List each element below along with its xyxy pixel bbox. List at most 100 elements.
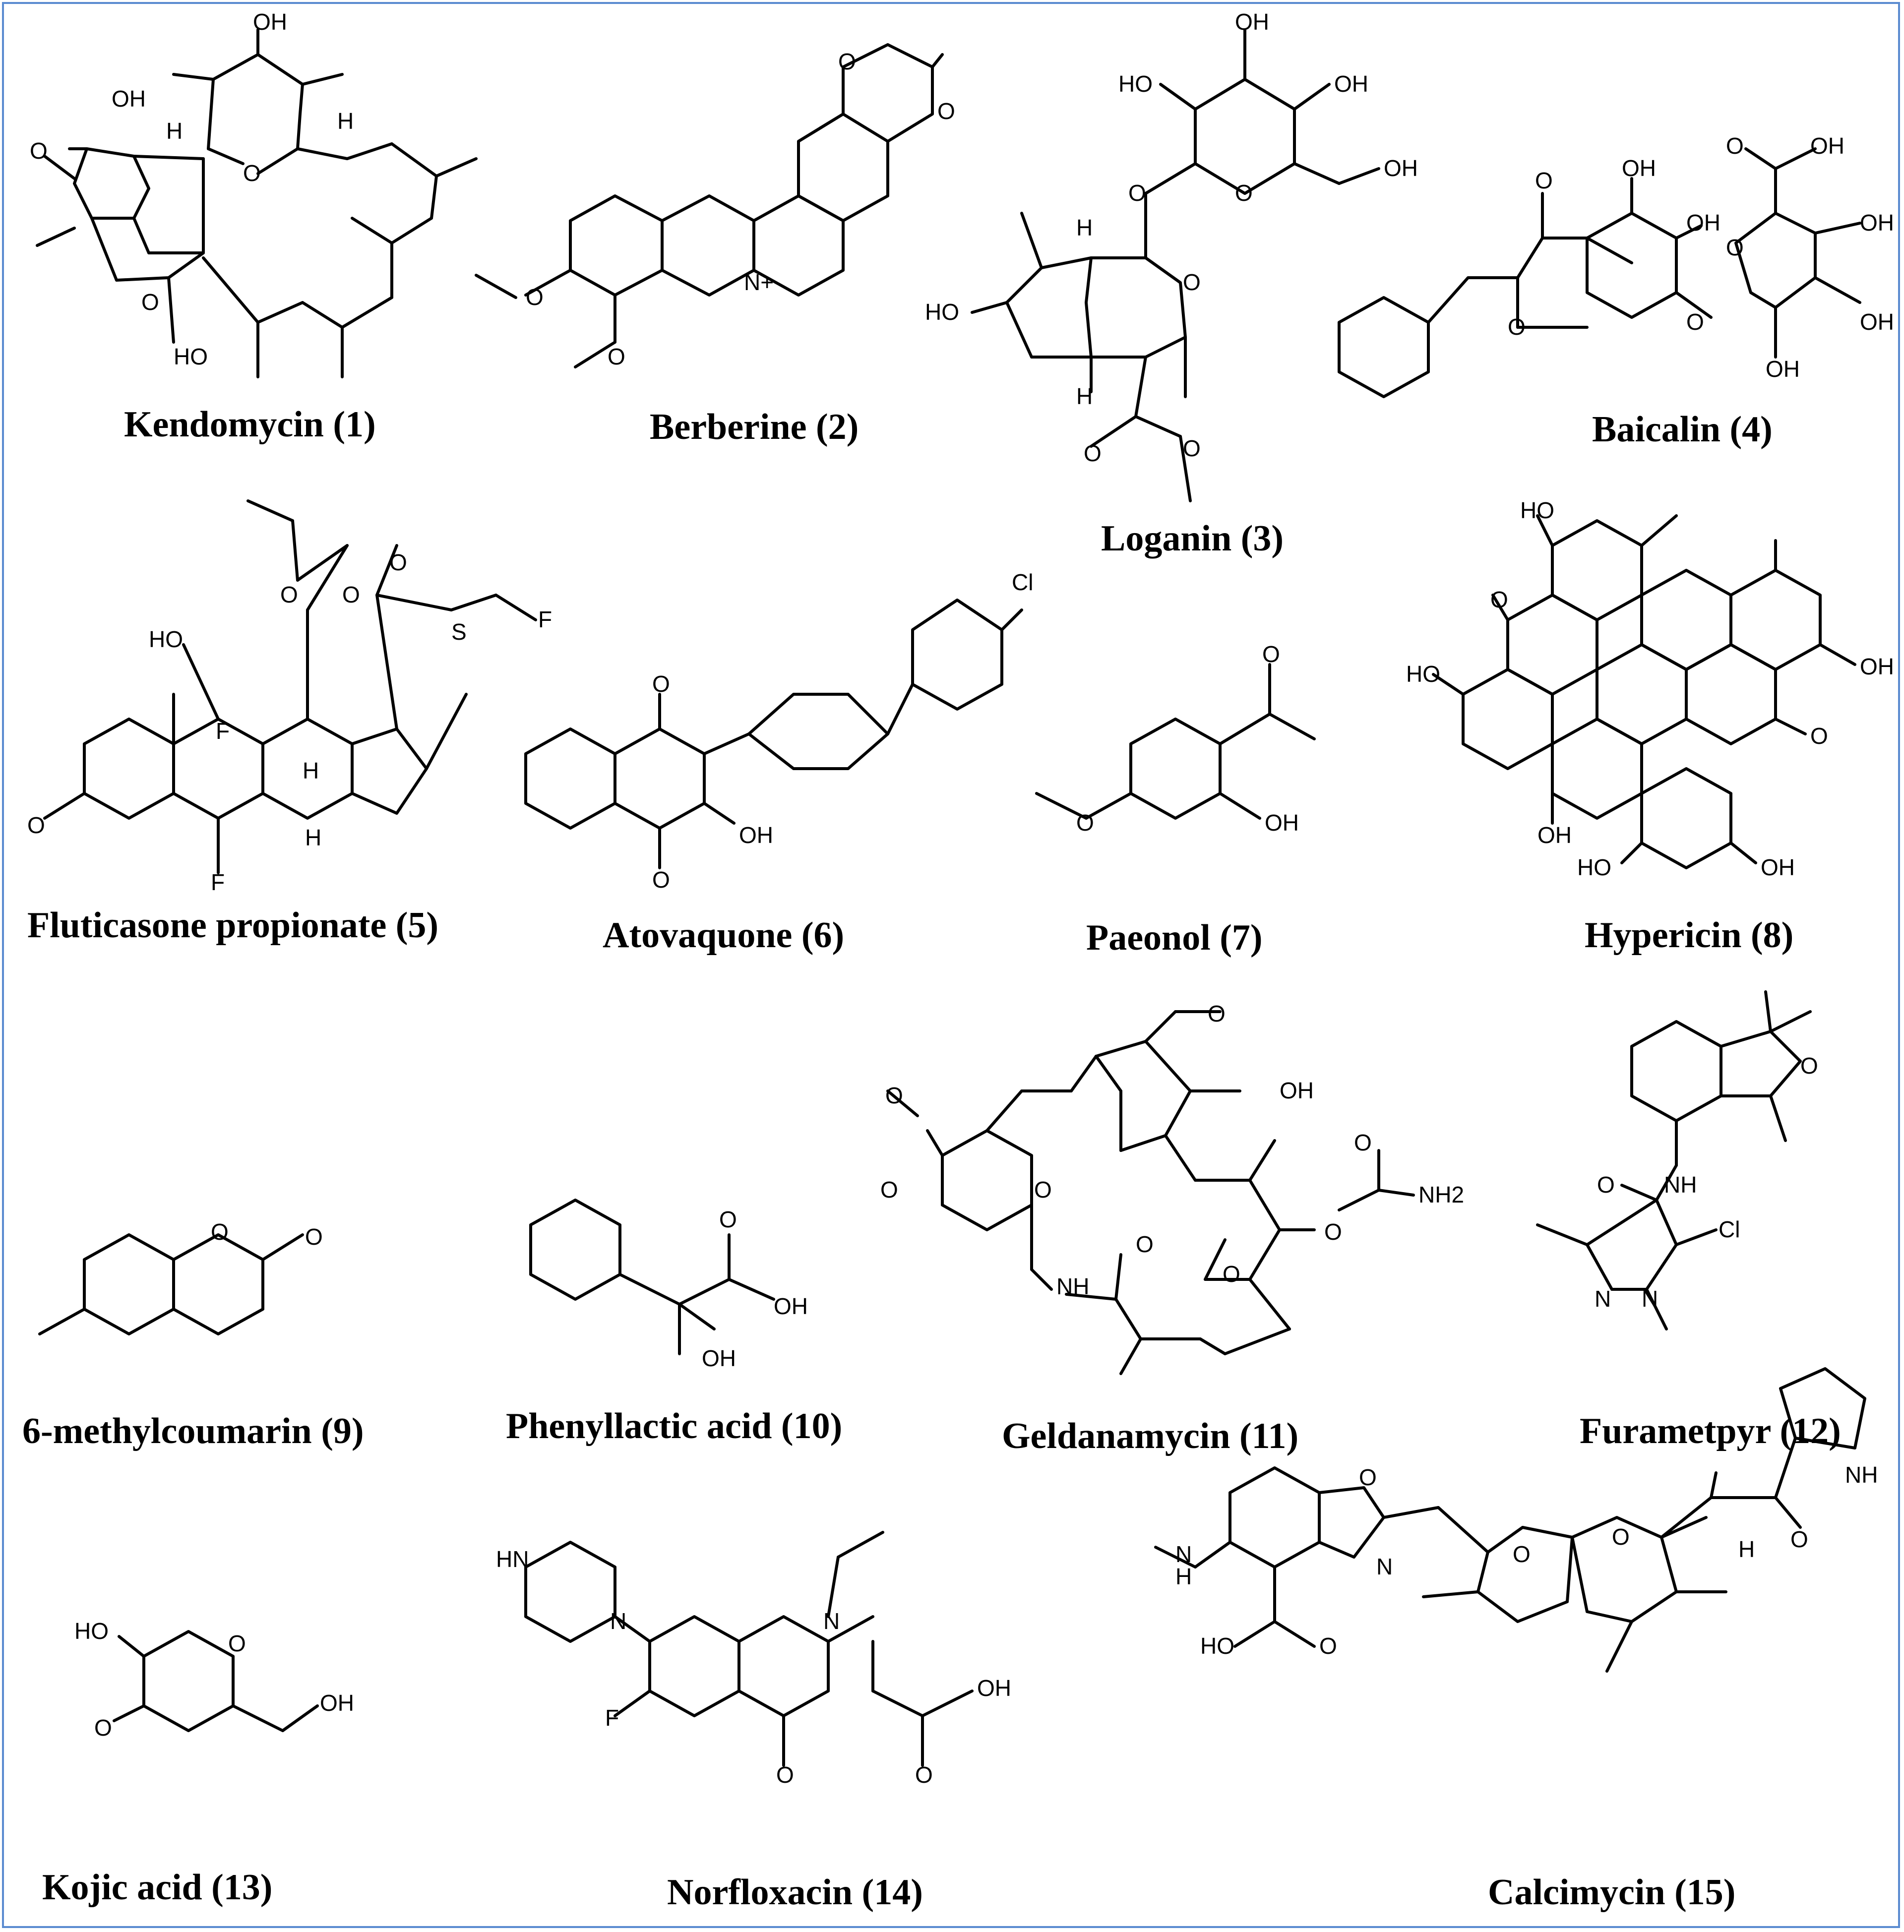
svg-text:OH: OH [1334,71,1368,97]
svg-text:H: H [305,825,321,850]
svg-text:O: O [1810,723,1828,749]
svg-text:O: O [1262,641,1280,667]
svg-text:O: O [1490,587,1508,612]
svg-text:NH: NH [1664,1172,1697,1198]
svg-text:N+: N+ [744,269,774,295]
svg-text:O: O [211,1219,229,1245]
svg-text:OH: OH [739,822,773,848]
caption-calcimycin: Calcimycin (15) [1488,1872,1735,1913]
svg-text:HO: HO [149,626,183,652]
svg-text:O: O [305,1224,323,1250]
caption-hypericin: Hypericin (8) [1585,915,1793,956]
structure-geldanamycin: O O O O OH O O NH2 O O NH Geldanamycin (… [880,1001,1464,1456]
svg-text:HO: HO [1406,661,1440,687]
caption-paeonol: Paeonol (7) [1086,917,1263,958]
svg-text:N: N [1175,1541,1192,1567]
svg-text:HO: HO [1118,71,1153,97]
svg-text:O: O [838,49,856,74]
svg-text:O: O [1790,1526,1808,1552]
svg-text:OH: OH [702,1345,736,1371]
caption-norfloxacin: Norfloxacin (14) [667,1872,923,1913]
svg-text:O: O [228,1630,246,1656]
svg-text:OH: OH [1384,155,1418,181]
svg-text:Cl: Cl [1719,1216,1740,1242]
svg-text:O: O [280,582,298,607]
svg-text:N: N [610,1608,626,1634]
svg-text:N: N [1642,1286,1658,1312]
svg-text:O: O [885,1083,903,1108]
structure-6-methylcoumarin: O O 6-methylcoumarin (9) [22,1219,364,1451]
structure-berberine: O O N+ O O Berberine (2) [475,43,955,447]
structure-baicalin: O OH OH O O O O OH OH OH OH Baicalin (4) [1338,133,1894,450]
svg-text:F: F [216,718,230,744]
svg-text:O: O [1354,1130,1372,1155]
svg-text:O: O [1508,314,1526,340]
svg-text:O: O [1726,235,1744,260]
svg-text:O: O [526,284,544,310]
caption-berberine: Berberine (2) [650,407,859,447]
svg-text:HO: HO [1577,854,1611,880]
svg-text:OH: OH [1235,9,1269,35]
svg-text:HO: HO [174,344,208,369]
svg-text:O: O [342,582,360,607]
svg-text:O: O [719,1207,737,1232]
svg-text:O: O [30,138,48,164]
svg-text:O: O [1535,168,1553,193]
svg-text:HO: HO [1200,1633,1234,1659]
structure-kendomycin: OH OH O O H H O HO Kendomycin (1) [30,9,478,445]
svg-text:O: O [1324,1219,1342,1245]
svg-text:H: H [1175,1564,1192,1589]
svg-text:O: O [1513,1541,1531,1567]
svg-text:O: O [1183,435,1201,461]
svg-text:F: F [211,869,225,895]
svg-text:O: O [1136,1231,1154,1257]
svg-text:OH: OH [1265,810,1299,836]
svg-text:O: O [880,1177,898,1203]
svg-text:NH: NH [1056,1273,1089,1299]
svg-text:N: N [1376,1554,1393,1579]
svg-text:O: O [1208,1001,1226,1026]
svg-text:O: O [389,549,407,575]
svg-text:OH: OH [320,1690,354,1716]
svg-text:O: O [1235,180,1253,206]
svg-text:OH: OH [1686,210,1720,236]
svg-text:OH: OH [977,1675,1011,1701]
caption-6-methylcoumarin: 6-methylcoumarin (9) [22,1411,364,1451]
svg-text:OH: OH [1860,309,1894,335]
svg-text:S: S [451,619,467,645]
svg-text:H: H [1738,1536,1755,1562]
svg-text:H: H [1076,215,1093,241]
svg-text:O: O [243,160,261,186]
svg-text:O: O [1319,1633,1337,1659]
caption-phenyllactic-acid: Phenyllactic acid (10) [506,1406,842,1447]
caption-baicalin: Baicalin (4) [1592,409,1773,450]
svg-text:OH: OH [1860,654,1894,679]
caption-fluticasone: Fluticasone propionate (5) [27,905,438,946]
svg-text:O: O [915,1762,933,1788]
svg-text:O: O [1223,1261,1240,1287]
svg-text:O: O [776,1762,794,1788]
structure-paeonol: O O OH Paeonol (7) [1035,641,1316,958]
svg-text:O: O [1726,133,1744,159]
caption-geldanamycin: Geldanamycin (11) [1002,1416,1298,1456]
svg-text:N: N [1595,1286,1611,1312]
structure-phenyllactic-acid: O OH OH Phenyllactic acid (10) [506,1199,842,1447]
svg-text:H: H [166,118,183,144]
svg-text:O: O [1800,1053,1818,1079]
caption-kendomycin: Kendomycin (1) [124,404,376,445]
svg-text:O: O [1612,1524,1630,1550]
svg-text:Cl: Cl [1012,569,1033,595]
svg-text:NH2: NH2 [1418,1182,1464,1208]
svg-text:OH: OH [1766,356,1800,382]
caption-atovaquone: Atovaquone (6) [603,915,844,956]
svg-text:O: O [1084,440,1102,466]
svg-text:HO: HO [925,299,959,325]
svg-text:O: O [94,1715,112,1741]
svg-text:HN: HN [496,1546,529,1572]
svg-text:O: O [1597,1172,1615,1198]
svg-text:O: O [27,812,45,838]
svg-text:HO: HO [74,1618,109,1644]
svg-text:O: O [1183,269,1201,295]
structure-norfloxacin: HN N N F O O OH Norfloxacin (14) [496,1531,1011,1913]
